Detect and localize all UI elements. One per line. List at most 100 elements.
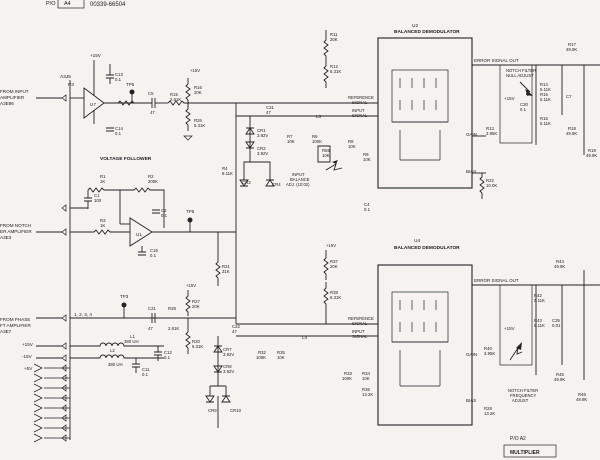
svg-text:100: 100: [94, 198, 102, 203]
connector-input-1: FROM INPUT AMPLIFIER A3E86: [0, 89, 62, 106]
capacitor-c15: C15 0.1: [138, 246, 158, 258]
potentiometer-r65[interactable]: R65 10K: [317, 145, 330, 163]
resistor-r28: R28 2.61K: [168, 306, 179, 331]
adjust-arrow-icon: [332, 160, 338, 164]
svg-text:FROM NOTCH: FROM NOTCH: [0, 223, 31, 228]
svg-text:R16: R16: [540, 116, 548, 121]
resistor-r19: R19 49.9K: [586, 148, 597, 158]
notch-null-adjust[interactable]: NOTCH FILTER NULL ADJUST +15V: [499, 64, 536, 144]
capacitor-c14: C14 0.1: [106, 126, 123, 136]
footer-ref: P/O A2: [510, 436, 526, 442]
resistor-r15: [117, 100, 135, 106]
svg-text:10.0K: 10.0K: [486, 183, 497, 188]
svg-text:0.01: 0.01: [552, 323, 561, 328]
svg-text:0.1: 0.1: [115, 77, 122, 82]
resistor-r26: R26 6.31K: [183, 103, 205, 141]
svg-text:C31: C31: [266, 105, 274, 110]
svg-text:47: 47: [150, 110, 155, 115]
svg-text:L3: L3: [316, 114, 322, 119]
svg-text:0.1: 0.1: [161, 213, 168, 218]
rail-label: +15V: [22, 342, 34, 347]
resistor-r40: R40 3.95K: [484, 346, 495, 356]
part-number: 00339-66504: [90, 2, 126, 8]
svg-text:AMPLIFIER: AMPLIFIER: [0, 95, 25, 100]
svg-text:GAIN: GAIN: [466, 132, 477, 137]
resistor-r21: R21 31K: [215, 232, 230, 286]
connector-ref: A3J5: [60, 74, 71, 80]
svg-text:C5: C5: [148, 91, 154, 96]
zener-cr1: CR1 3.92V: [245, 127, 268, 138]
svg-text:2.61K: 2.61K: [168, 326, 179, 331]
svg-text:C2: C2: [161, 208, 167, 213]
svg-text:R13: R13: [486, 126, 494, 131]
resistor-r20: R20 6.31K: [185, 318, 203, 354]
resistor-r35: R35 10K: [277, 350, 285, 360]
resistor-r32: R32 100K: [256, 350, 266, 360]
error-signal-label: ERROR SIGNAL OUT: [474, 58, 519, 63]
resistor-r14: R14 5.11K: [540, 82, 551, 92]
resistor-r37: R37 20K +15V: [323, 243, 338, 280]
svg-text:C15: C15: [150, 248, 158, 253]
resistor-r43: R43 5.11K: [534, 318, 545, 328]
svg-text:CR9: CR9: [208, 408, 217, 413]
header-block: P/O A4 00339-66504: [46, 0, 126, 9]
svg-text:R15: R15: [170, 92, 178, 97]
demodulator-u2: U2 BALANCED DEMODULATOR REFERENCE SIGNAL…: [222, 23, 600, 212]
svg-text:R35: R35: [277, 350, 285, 355]
input-balance-adjust[interactable]: INPUT BALANCE ADJ. (10:02): [286, 160, 343, 187]
svg-text:TP5: TP5: [126, 82, 135, 87]
svg-text:A3E3: A3E3: [0, 235, 12, 240]
svg-text:NULL ADJUST: NULL ADJUST: [506, 73, 534, 78]
test-point-tp3: [121, 302, 127, 308]
resistor-r7: R7 10K: [287, 134, 295, 144]
svg-text:3.95K: 3.95K: [484, 351, 495, 356]
connector-pins: [33, 94, 70, 443]
notch-frequency-adjust[interactable]: +15V NOTCH FILTER FREQUENCY ADJUST: [499, 284, 538, 403]
svg-text:R19: R19: [588, 148, 596, 153]
svg-text:6.31K: 6.31K: [192, 344, 203, 349]
svg-text:CR7: CR7: [223, 347, 232, 352]
potentiometer-r15[interactable]: R15 5.11K: [540, 92, 551, 102]
error-signal-label: ERROR SIGNAL OUT: [474, 278, 519, 283]
resistor-r46: R46 49.9K: [576, 392, 587, 402]
svg-text:10K: 10K: [277, 355, 285, 360]
svg-text:200K: 200K: [148, 179, 158, 184]
svg-text:5.11K: 5.11K: [540, 87, 551, 92]
resistor-r36: R36 13.2K: [362, 387, 373, 397]
resistor-r15-label: R15 2.61K: [167, 92, 236, 106]
svg-text:FROM INPUT: FROM INPUT: [0, 89, 29, 94]
resistor-r34: R34 10K: [362, 371, 370, 381]
svg-text:0.1: 0.1: [142, 372, 149, 377]
svg-text:0.1: 0.1: [164, 355, 171, 360]
svg-text:1K: 1K: [100, 223, 105, 228]
capacitor-c12: C12 0.1: [154, 346, 172, 361]
diode-cr4: CR4: [265, 179, 281, 187]
svg-text:8.11K: 8.11K: [222, 171, 233, 176]
svg-text:10K: 10K: [322, 153, 330, 158]
svg-text:R17: R17: [568, 42, 576, 47]
svg-text:R28: R28: [484, 406, 492, 411]
svg-text:C13: C13: [115, 72, 123, 77]
resistor-r17: R17 49.9K: [566, 42, 577, 52]
svg-text:10K: 10K: [287, 139, 295, 144]
resistor-r1: R1 1K: [87, 174, 120, 193]
capacitor-c7: C7: [566, 94, 572, 99]
svg-text:+15V: +15V: [504, 326, 515, 331]
svg-text:INPUT: INPUT: [352, 329, 365, 334]
svg-text:+15V: +15V: [90, 53, 102, 58]
resistor-r3: R3 1K: [70, 218, 130, 235]
svg-text:R33: R33: [344, 371, 352, 376]
svg-text:CR10: CR10: [230, 408, 242, 413]
svg-text:0.1: 0.1: [115, 131, 122, 136]
svg-text:20K: 20K: [194, 90, 202, 95]
connector-input-3: FROM PHASE FT AMPLIFIER A3E7: [0, 317, 62, 334]
svg-text:R65: R65: [322, 148, 330, 153]
rail-label: +5V: [24, 366, 33, 371]
svg-text:SIGNAL: SIGNAL: [352, 334, 368, 339]
resistor-r12: R12 8.31K: [323, 62, 341, 88]
svg-text:3.92V: 3.92V: [257, 151, 268, 156]
svg-text:CR1: CR1: [257, 128, 266, 133]
svg-text:100K: 100K: [312, 139, 322, 144]
svg-text:31K: 31K: [222, 269, 230, 274]
inductor-l2: L2 380 UH: [70, 348, 164, 367]
